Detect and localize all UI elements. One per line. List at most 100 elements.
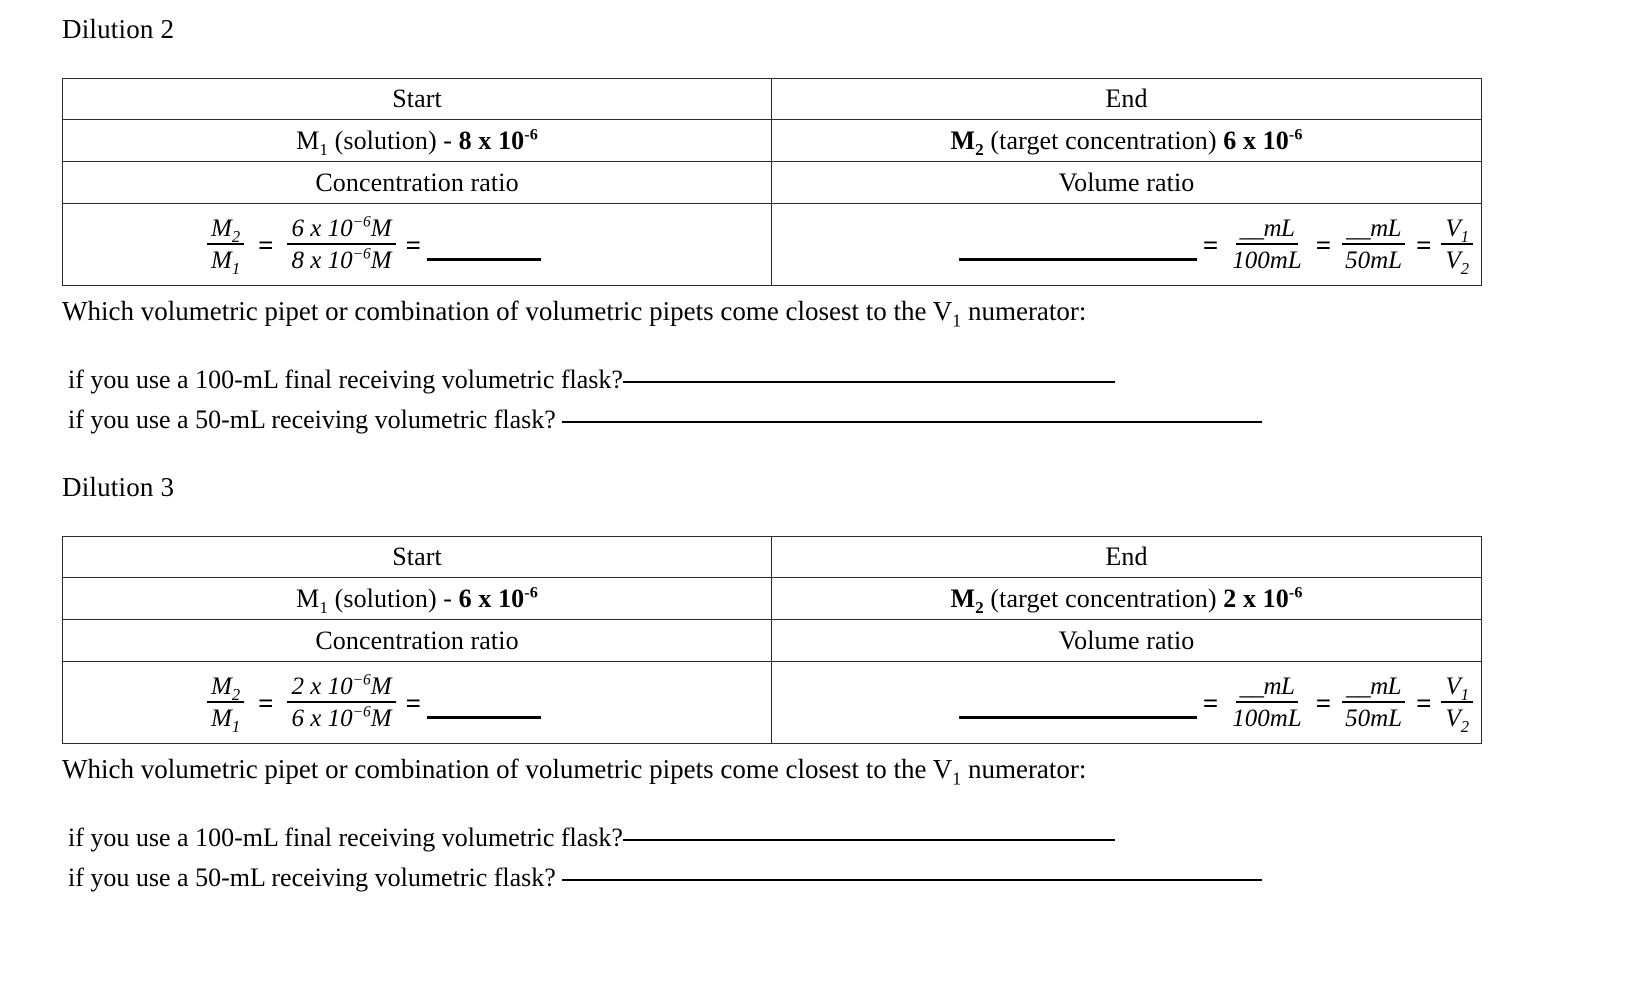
m1-value: 6 x 10 <box>458 583 525 613</box>
volume-ratio-label: Volume ratio <box>1058 625 1195 655</box>
fraction-ml-over-50ml: __mL 50mL <box>1341 673 1406 732</box>
m1-subscript: 1 <box>319 597 328 617</box>
fraction-ml-over-100ml: __mL 100mL <box>1228 673 1305 732</box>
table-row: Start End <box>62 78 1482 120</box>
fraction-denominator: M1 <box>207 703 244 735</box>
cell-volume-ratio-formula: = __mL 100mL = __mL 50mL = V1 <box>771 661 1482 744</box>
den-unit: M <box>370 705 392 732</box>
subquestion-50ml-dilution-3: if you use a 50-mL receiving volumetric … <box>68 862 1263 893</box>
equals-sign: = <box>1416 230 1432 260</box>
cell-concentration-ratio-formula: M2 M1 = 6 x 10−6M 8 x 10−6M = <box>62 203 772 286</box>
table-row: Concentration ratio Volume ratio <box>62 619 1482 662</box>
num-subscript: 1 <box>1460 685 1469 704</box>
table-row: M1 (solution) - 6 x 10-6 M2 (target conc… <box>62 577 1482 620</box>
fraction-m2-over-m1: M2 M1 <box>207 673 245 735</box>
num-unit: M <box>370 673 392 700</box>
num-exponent: −6 <box>352 213 371 231</box>
header-end-label: End <box>1105 84 1148 113</box>
m1-descriptor: (solution) - <box>328 125 459 155</box>
answer-blank-100ml-flask[interactable] <box>622 381 1115 383</box>
fraction-v1-over-v2: V1 V2 <box>1441 215 1473 277</box>
m1-solution-text: M1 (solution) - 6 x 10-6 <box>296 583 538 616</box>
den-symbol: M <box>211 705 232 732</box>
den-subscript: 1 <box>231 259 241 278</box>
fraction-numerator[interactable]: __mL <box>1235 215 1299 245</box>
equals-sign: = <box>405 230 422 260</box>
fraction-numerator: M2 <box>207 673 245 704</box>
table-header-end: End <box>771 536 1482 578</box>
subquestion-label: if you use a 50-mL receiving volumetric … <box>68 863 563 892</box>
answer-blank-volume-ratio[interactable] <box>958 716 1197 719</box>
equals-sign: = <box>1315 688 1332 718</box>
volume-ratio-label: Volume ratio <box>1058 167 1195 197</box>
fraction-denominator: 8 x 10−6M <box>287 245 395 274</box>
question-text-before: Which volumetric pipet or combination of… <box>62 754 953 784</box>
subquestion-50ml-dilution-2: if you use a 50-mL receiving volumetric … <box>68 404 1263 435</box>
table-header-end: End <box>771 78 1482 120</box>
question-dilution-3: Which volumetric pipet or combination of… <box>62 754 1086 787</box>
volume-ratio-expression: = __mL 100mL = __mL 50mL = V1 <box>772 673 1481 735</box>
concentration-ratio-label: Concentration ratio <box>315 625 519 655</box>
num-symbol: V <box>1445 673 1461 700</box>
table-row: Concentration ratio Volume ratio <box>62 161 1482 204</box>
m1-symbol: M <box>296 583 320 613</box>
m2-symbol: M <box>950 583 976 613</box>
fraction-numerator: M2 <box>207 215 245 245</box>
num-symbol: V <box>1445 215 1461 242</box>
table-header-start: Start <box>62 78 772 120</box>
m2-subscript: 2 <box>975 139 984 159</box>
m1-value-exponent: -6 <box>524 125 538 143</box>
m2-value-exponent: -6 <box>1288 583 1303 601</box>
section-title-text: Dilution 2 <box>62 14 175 44</box>
answer-blank-50ml-flask[interactable] <box>562 879 1263 881</box>
m1-value-exponent: -6 <box>524 583 538 601</box>
dilution-3-table-wrap: Start End M1 (solution) - 6 x 10-6 M2 (t… <box>62 536 1482 744</box>
fraction-denominator: 50mL <box>1345 705 1403 732</box>
answer-blank-50ml-flask[interactable] <box>562 421 1263 423</box>
cell-m1-solution: M1 (solution) - 8 x 10-6 <box>62 119 772 162</box>
header-end-label: End <box>1105 542 1148 571</box>
cell-m2-target: M2 (target concentration) 6 x 10-6 <box>771 119 1482 162</box>
equals-sign: = <box>258 230 274 260</box>
equals-sign: = <box>405 688 422 718</box>
den-subscript: 2 <box>1460 259 1469 278</box>
den-symbol: V <box>1445 247 1461 274</box>
fraction-ml-over-50ml: __mL 50mL <box>1341 215 1406 274</box>
cell-concentration-ratio-label: Concentration ratio <box>62 619 772 662</box>
table-row: M2 M1 = 2 x 10−6M 6 x 10−6M = <box>62 661 1482 744</box>
fraction-denominator: V2 <box>1441 703 1473 735</box>
fraction-numerator: 2 x 10−6M <box>287 672 396 703</box>
num-symbol: M <box>211 673 232 700</box>
header-start-label: Start <box>392 542 442 571</box>
cell-m1-solution: M1 (solution) - 6 x 10-6 <box>62 577 772 620</box>
fraction-numerator: V1 <box>1441 673 1473 703</box>
dilution-3-table: Start End M1 (solution) - 6 x 10-6 M2 (t… <box>62 536 1482 744</box>
question-v-subscript: 1 <box>952 310 962 331</box>
den-value: 6 x 10 <box>291 705 353 732</box>
m2-target-text: M2 (target concentration) 6 x 10-6 <box>951 126 1303 158</box>
fraction-values: 6 x 10−6M 8 x 10−6M <box>287 213 396 274</box>
equals-sign: = <box>1202 230 1219 260</box>
cell-m2-target: M2 (target concentration) 2 x 10-6 <box>771 577 1482 620</box>
m2-descriptor: (target concentration) <box>983 583 1224 613</box>
m1-solution-text: M1 (solution) - 8 x 10-6 <box>296 125 538 158</box>
fraction-numerator[interactable]: __mL <box>1342 215 1406 245</box>
answer-blank-100ml-flask[interactable] <box>622 839 1115 841</box>
answer-blank-concentration-ratio[interactable] <box>427 258 542 261</box>
den-value: 8 x 10 <box>291 247 353 274</box>
cell-volume-ratio-formula: = __mL 100mL = __mL 50mL = V1 <box>771 203 1482 286</box>
cell-concentration-ratio-label: Concentration ratio <box>62 161 772 204</box>
section-heading-dilution-2: Dilution 2 <box>62 16 174 43</box>
fraction-numerator[interactable]: __mL <box>1342 673 1406 703</box>
fraction-m2-over-m1: M2 M1 <box>207 215 245 277</box>
equals-sign: = <box>258 688 274 718</box>
num-value: 6 x 10 <box>291 215 353 242</box>
table-header-start: Start <box>62 536 772 578</box>
fraction-denominator: 100mL <box>1232 247 1302 274</box>
den-symbol: V <box>1445 705 1461 732</box>
answer-blank-concentration-ratio[interactable] <box>427 716 542 719</box>
answer-blank-volume-ratio[interactable] <box>958 258 1197 261</box>
fraction-numerator[interactable]: __mL <box>1235 673 1299 703</box>
section-heading-dilution-3: Dilution 3 <box>62 474 174 501</box>
num-subscript: 2 <box>231 685 241 704</box>
